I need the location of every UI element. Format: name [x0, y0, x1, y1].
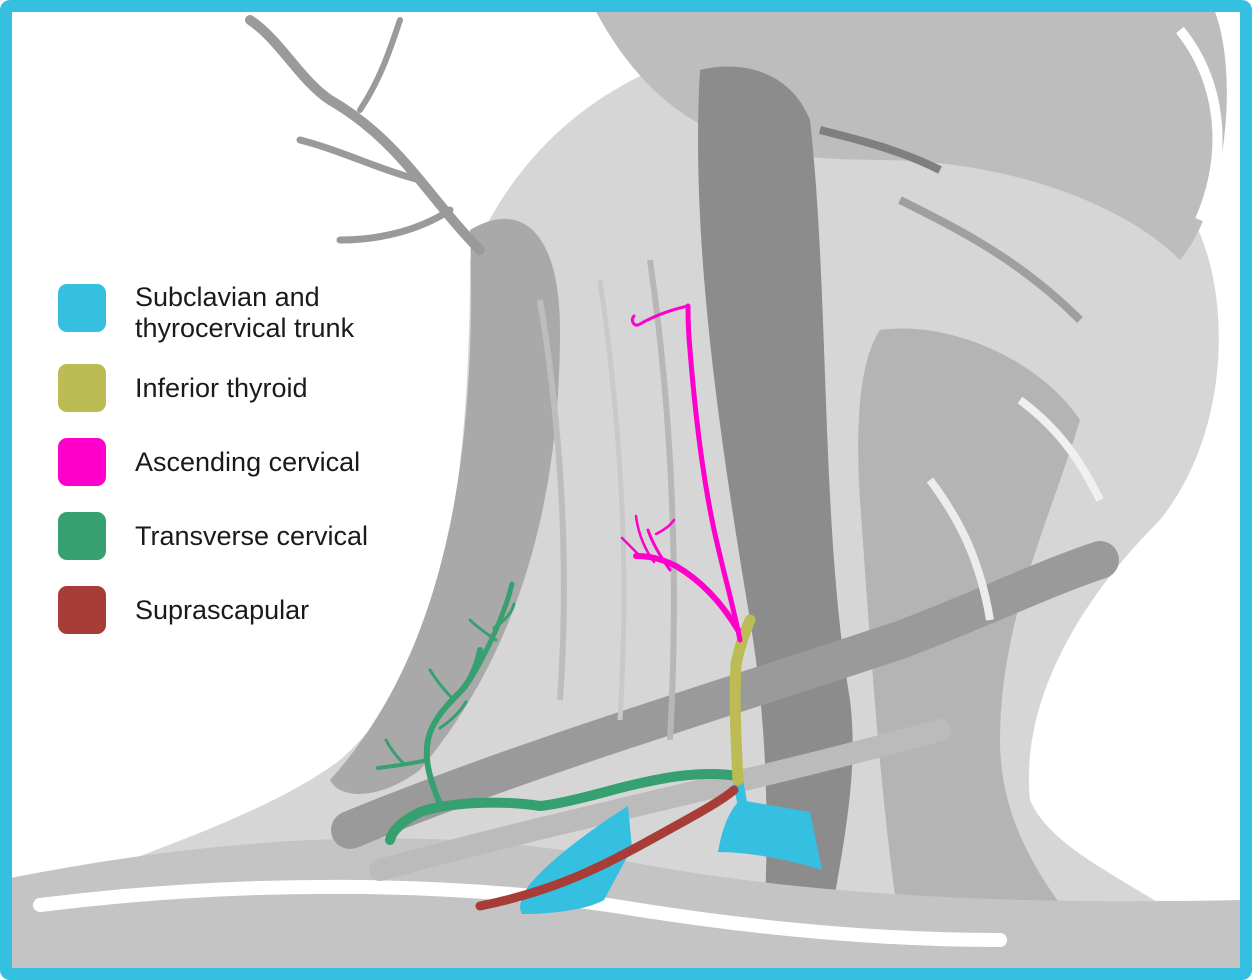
legend-swatch-subclavian	[58, 284, 106, 332]
legend-label-transverse-cervical: Transverse cervical	[135, 521, 369, 551]
legend-swatch-suprascapular	[58, 586, 106, 634]
inferior-thyroid-artery	[729, 614, 756, 786]
legend-item-suprascapular: Suprascapular	[58, 586, 309, 634]
transverse-cervical-artery	[376, 581, 743, 845]
legend-item-ascending-cervical: Ascending cervical	[58, 438, 360, 486]
legend-label-suprascapular: Suprascapular	[135, 595, 310, 625]
legend-item-subclavian: Subclavian and thyrocervical trunk	[58, 282, 355, 344]
suprascapular-artery	[475, 785, 739, 911]
ascending-cervical-artery	[620, 303, 743, 643]
legend-item-inferior-thyroid: Inferior thyroid	[58, 364, 308, 412]
legend-item-transverse-cervical: Transverse cervical	[58, 512, 368, 560]
legend-swatch-ascending-cervical	[58, 438, 106, 486]
legend-swatch-inferior-thyroid	[58, 364, 106, 412]
legend-swatch-transverse-cervical	[58, 512, 106, 560]
legend-label-ascending-cervical: Ascending cervical	[135, 447, 361, 477]
legend-label-subclavian: Subclavian and thyrocervical trunk	[135, 282, 355, 343]
legend-label-inferior-thyroid: Inferior thyroid	[135, 373, 308, 403]
